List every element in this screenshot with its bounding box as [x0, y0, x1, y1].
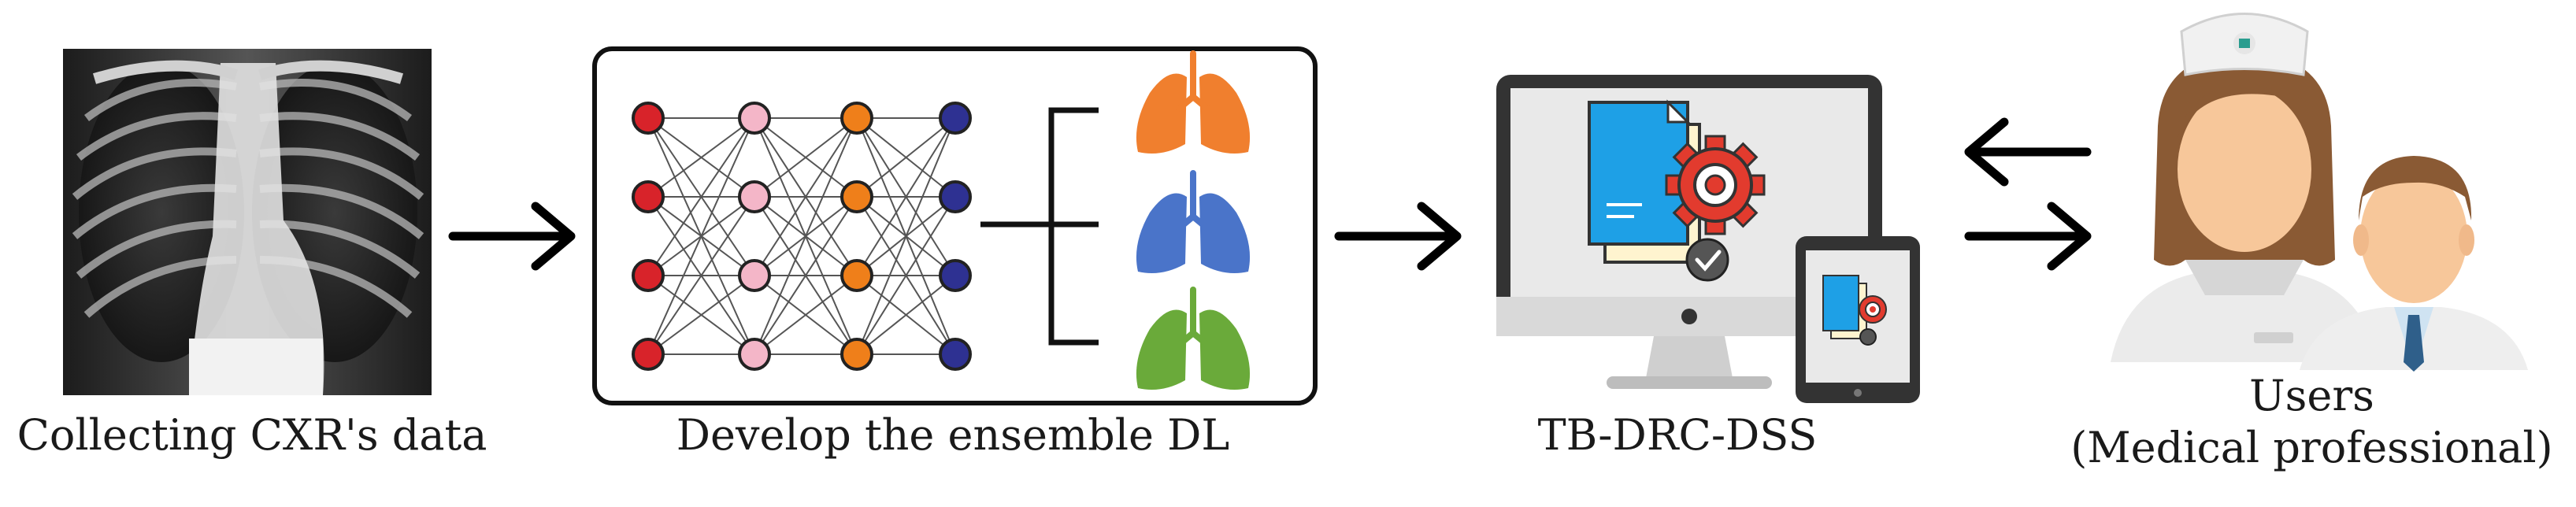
network-edge [647, 275, 755, 355]
network-node [738, 180, 771, 213]
output-bracket [980, 107, 1099, 346]
nurse-figure [2111, 13, 2378, 362]
caption-users: Users (Medical professional) [2048, 370, 2576, 474]
caption-tb-drc-dss: TB-DRC-DSS [1537, 410, 1818, 460]
lung-lobe [1136, 73, 1187, 154]
network-node [632, 102, 665, 135]
lung-lobe [1199, 73, 1251, 154]
lungs-icon [1136, 170, 1251, 274]
check-badge-icon [1685, 238, 1729, 282]
network-edge [754, 117, 858, 355]
network-edge [647, 117, 755, 276]
caption-ensemble-dl: Develop the ensemble DL [676, 410, 1230, 460]
network-node [840, 259, 873, 292]
lung-lobe [1199, 309, 1251, 390]
network-node [738, 338, 771, 371]
lung-lobe [1136, 193, 1187, 274]
arrow-left-icon [1964, 117, 2092, 187]
caption-users-line2: (Medical professional) [2070, 423, 2553, 472]
arrow-right-icon [448, 202, 576, 271]
network-edge [856, 117, 956, 355]
lung-lobe [1199, 193, 1251, 274]
network-node [738, 259, 771, 292]
tablet-icon [1796, 236, 1920, 403]
medical-staff-icon [2111, 13, 2528, 372]
network-node [840, 102, 873, 135]
network-node [632, 180, 665, 213]
network-node [632, 259, 665, 292]
desktop-monitor-icon [1496, 75, 1882, 389]
lungs-icon [1136, 287, 1251, 390]
lungs-icon [1136, 50, 1251, 154]
chest-xray-image [63, 49, 432, 395]
network-node [632, 338, 665, 371]
neural-network-connections [647, 117, 956, 355]
network-node [840, 180, 873, 213]
network-node [939, 180, 972, 213]
network-node [840, 338, 873, 371]
ensemble-dl-box [592, 46, 1318, 405]
network-edge [754, 196, 858, 355]
network-edge [856, 117, 956, 276]
trachea [1176, 287, 1210, 348]
neural-network-icon [632, 102, 972, 371]
trachea [1176, 170, 1210, 231]
network-edge [856, 196, 956, 355]
network-edge [856, 275, 956, 355]
caption-users-line1: Users [2249, 371, 2374, 420]
network-node [939, 259, 972, 292]
network-edge [856, 117, 956, 198]
gear-icon [1665, 135, 1766, 235]
trachea [1176, 50, 1210, 112]
network-edge [754, 275, 858, 355]
arrow-right-icon [1964, 202, 2092, 271]
network-edge [754, 117, 858, 198]
network-edge [647, 117, 755, 355]
network-edge [647, 196, 755, 355]
network-edge [647, 117, 755, 198]
network-node [939, 338, 972, 371]
doctor-figure [2300, 156, 2528, 372]
network-node [939, 102, 972, 135]
lung-lobe [1136, 309, 1187, 390]
network-edge [754, 117, 858, 276]
caption-collecting-cxr: Collecting CXR's data [17, 410, 487, 460]
arrow-right-icon [1334, 202, 1462, 271]
network-node [738, 102, 771, 135]
